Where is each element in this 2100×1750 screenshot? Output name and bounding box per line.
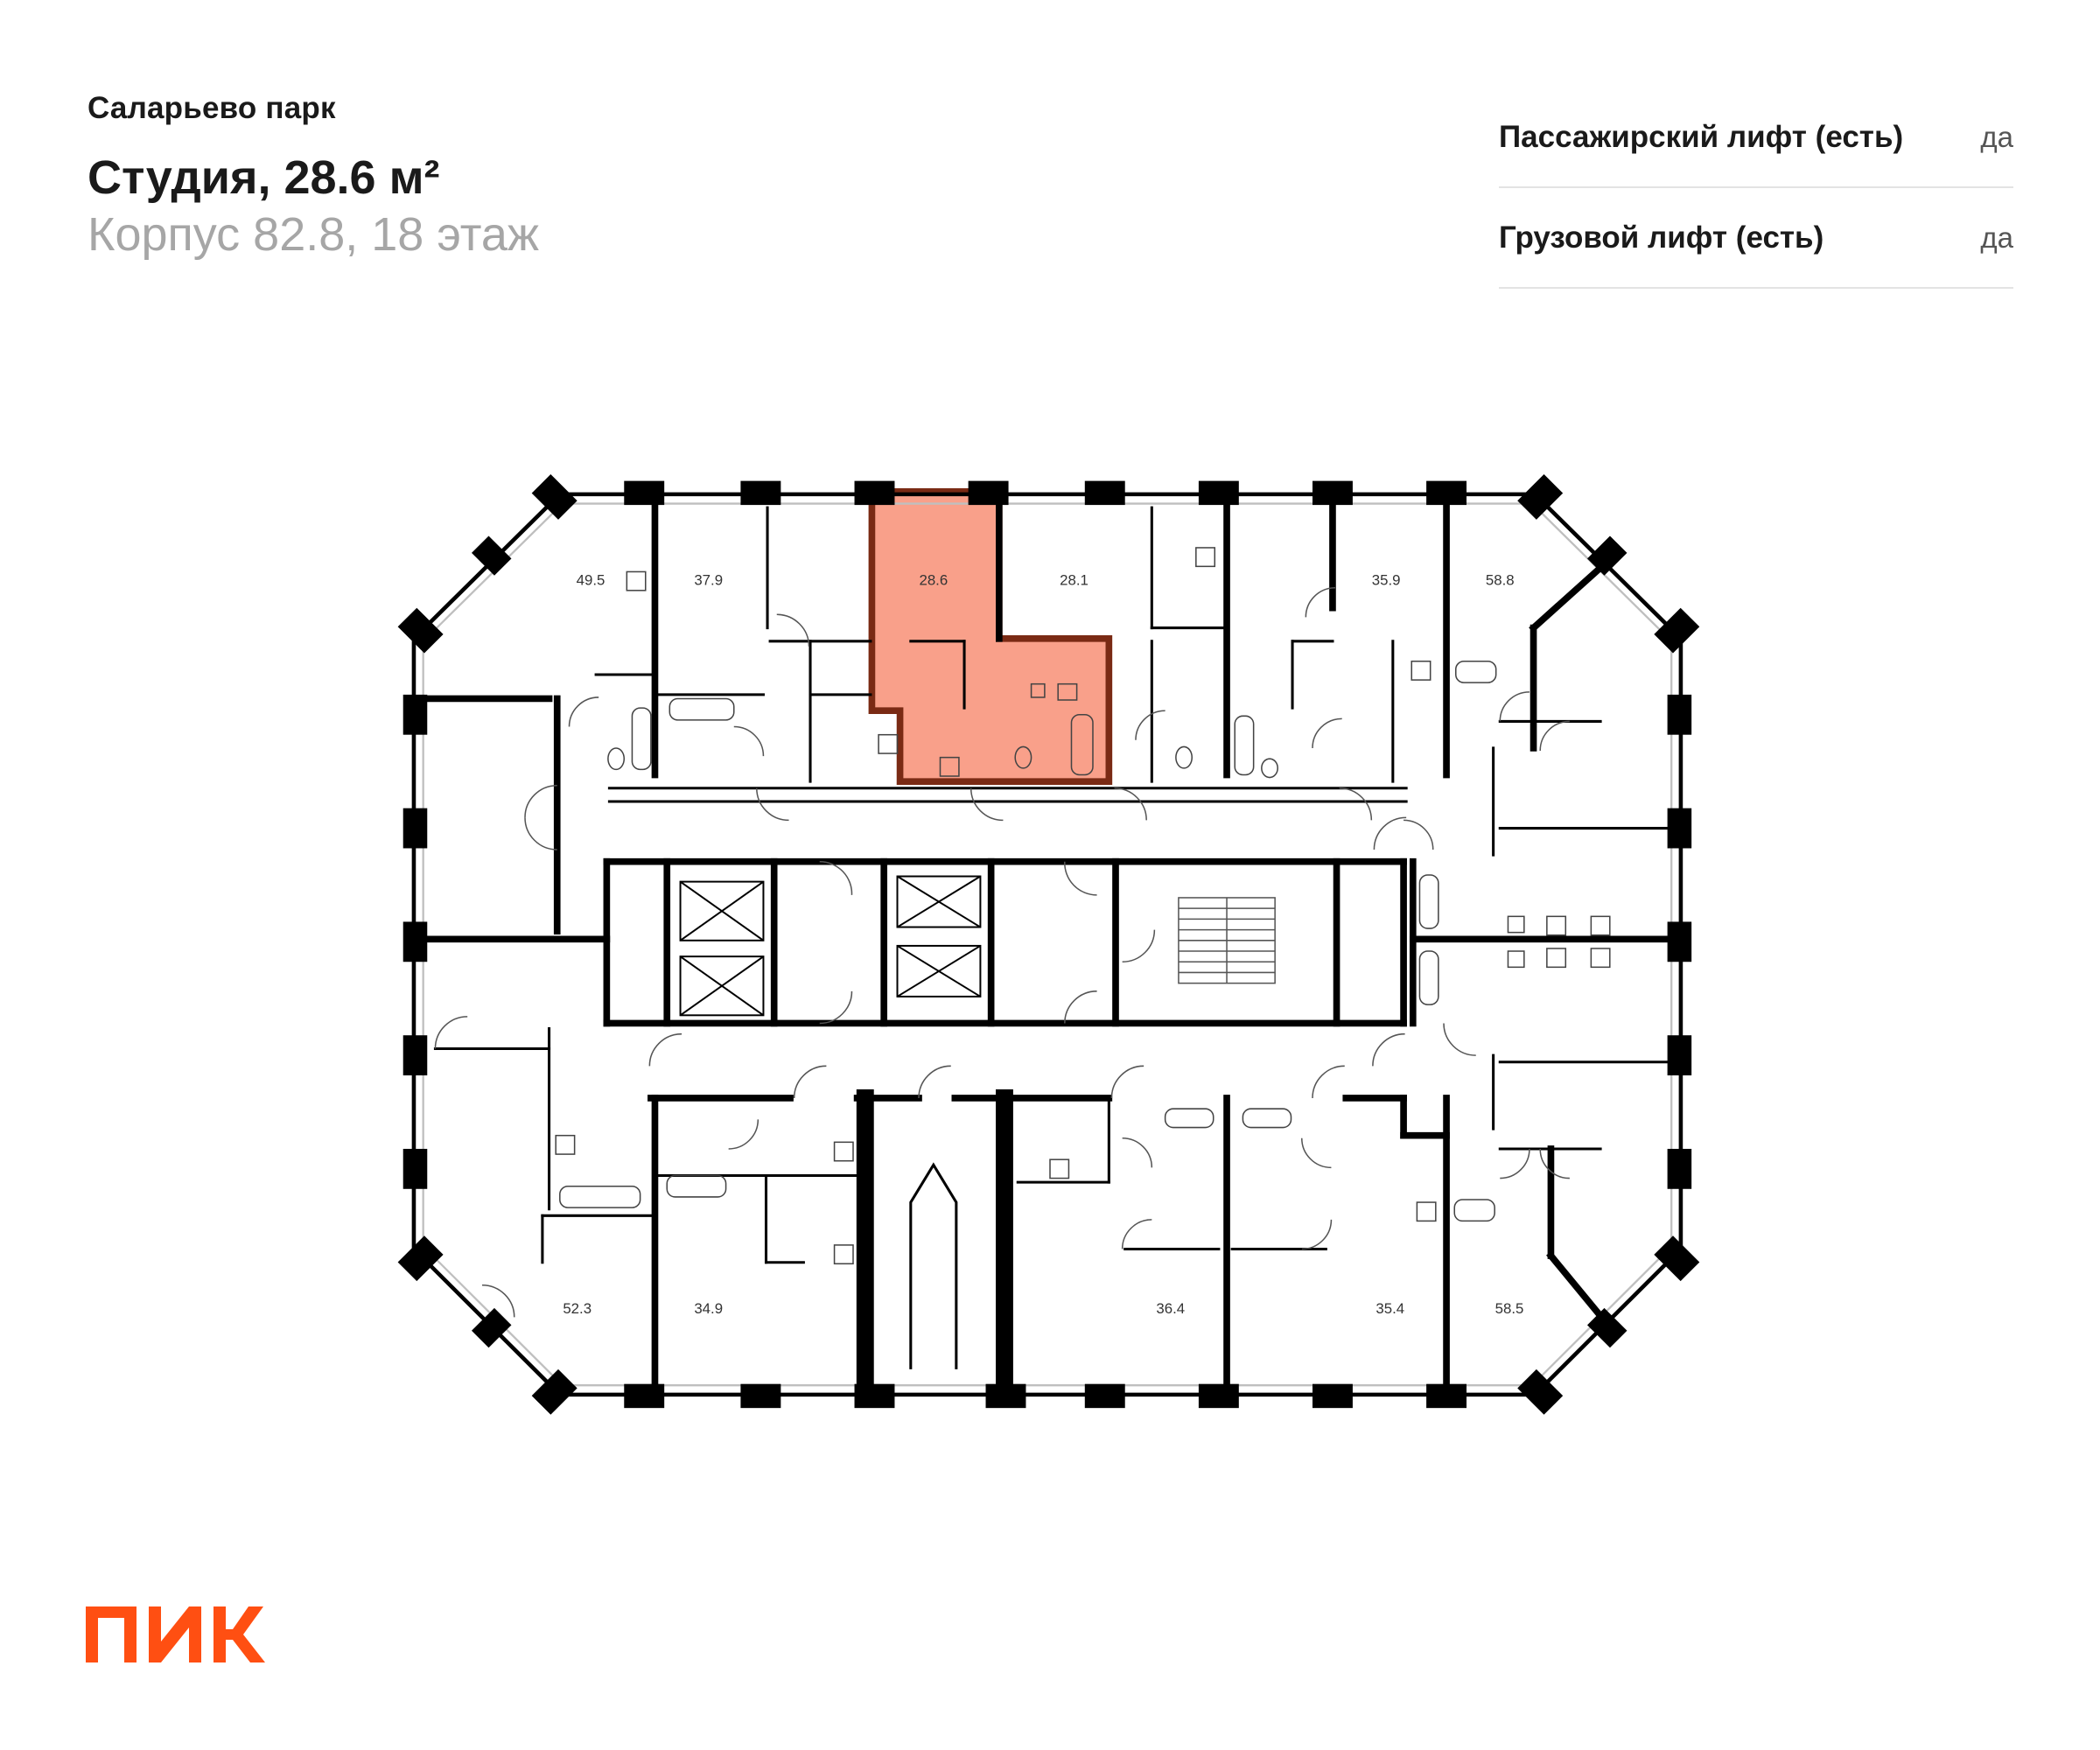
area-label: 35.4 bbox=[1376, 1300, 1404, 1317]
staircase bbox=[1178, 897, 1276, 984]
pik-logo bbox=[86, 1606, 265, 1662]
feature-name: Пассажирский лифт (есть) bbox=[1499, 119, 1904, 154]
area-label: 35.9 bbox=[1372, 572, 1401, 589]
area-label: 58.5 bbox=[1495, 1300, 1524, 1317]
ventilation-shaft bbox=[909, 1162, 958, 1369]
feature-value: да bbox=[1980, 220, 2013, 254]
area-label: 58.8 bbox=[1486, 572, 1515, 589]
feature-value: да bbox=[1980, 120, 2013, 153]
feature-row-freight-lift: Грузовой лифт (есть) да bbox=[1499, 188, 2013, 289]
apartment-area-labels: 49.5 37.9 28.6 28.1 35.9 58.8 52.3 34.9 … bbox=[563, 572, 1523, 1317]
door-swings bbox=[434, 586, 1570, 1318]
area-label-selected: 28.6 bbox=[919, 572, 948, 589]
project-name: Саларьево парк bbox=[88, 91, 336, 125]
building-floor-subtitle: Корпус 82.8, 18 этаж bbox=[88, 208, 539, 261]
area-label: 37.9 bbox=[694, 572, 723, 589]
features-list: Пассажирский лифт (есть) да Грузовой лиф… bbox=[1499, 88, 2013, 289]
lift-shafts bbox=[679, 875, 982, 1017]
area-label: 52.3 bbox=[563, 1300, 592, 1317]
area-label: 36.4 bbox=[1156, 1300, 1185, 1317]
feature-row-passenger-lift: Пассажирский лифт (есть) да bbox=[1499, 88, 2013, 188]
area-label: 49.5 bbox=[577, 572, 606, 589]
area-label: 34.9 bbox=[694, 1300, 723, 1317]
interior-walls bbox=[424, 494, 1676, 1390]
apartment-title: Студия, 28.6 м² bbox=[88, 151, 440, 204]
selected-apartment-highlight[interactable] bbox=[868, 488, 1113, 785]
facade-columns bbox=[397, 474, 1700, 1415]
feature-name: Грузовой лифт (есть) bbox=[1499, 220, 1824, 255]
bathroom-fixtures bbox=[555, 547, 1611, 1265]
area-label: 28.1 bbox=[1060, 572, 1088, 589]
